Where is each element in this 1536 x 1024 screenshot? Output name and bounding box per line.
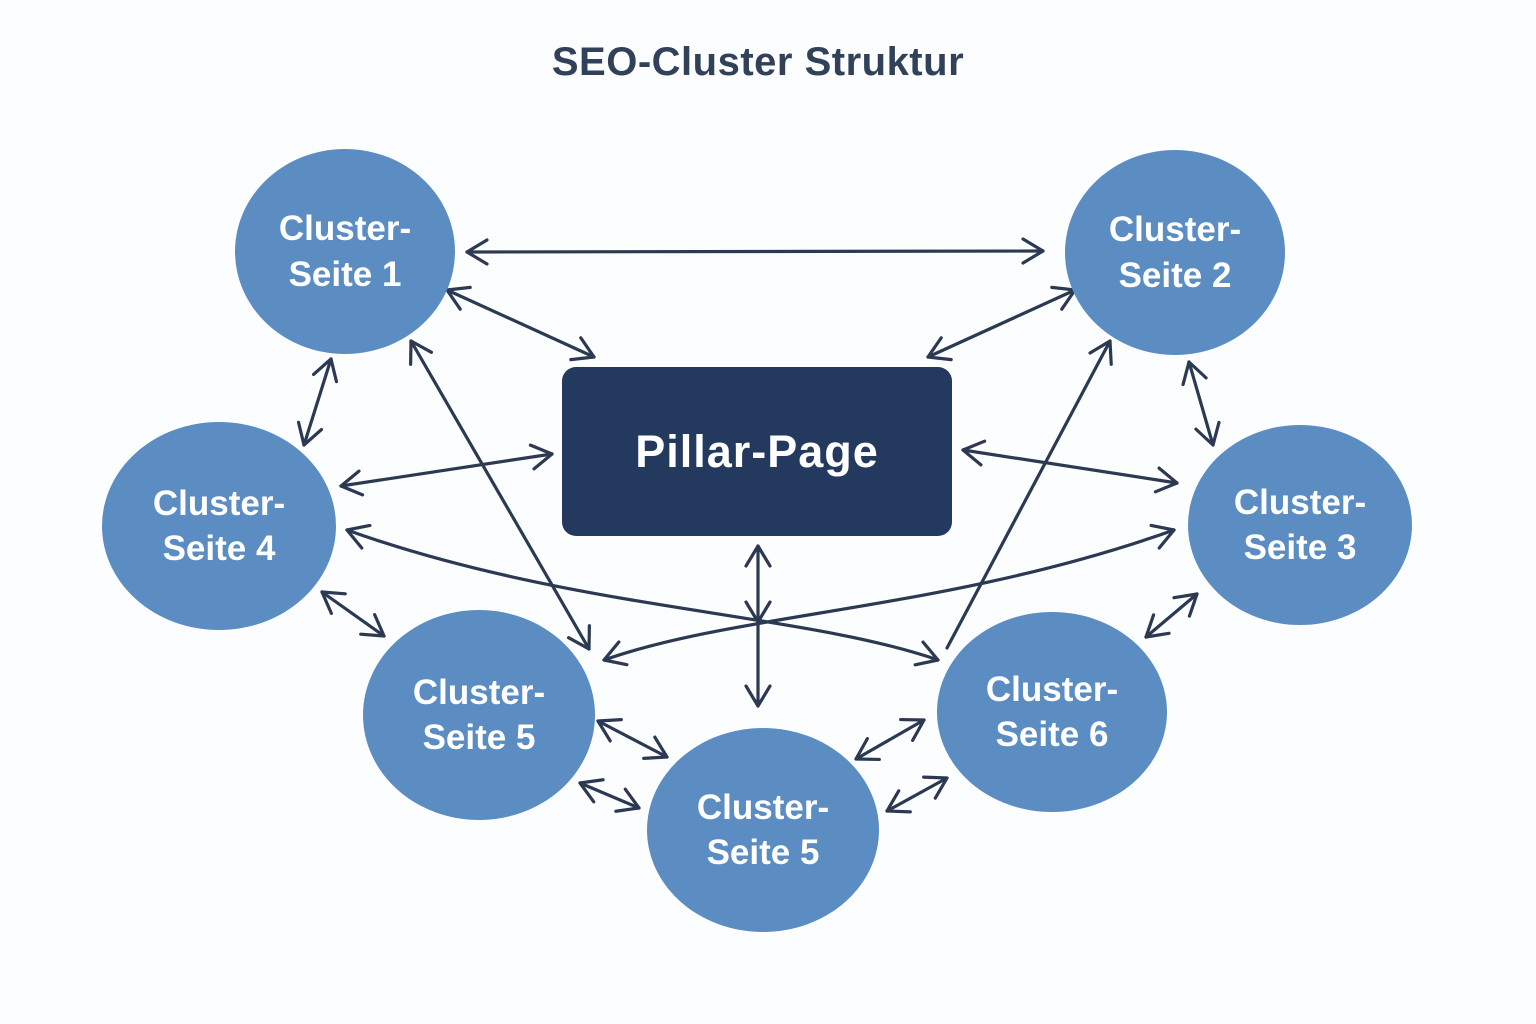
edge-c5a-c5b-1 — [596, 718, 669, 760]
node-cluster-seite-4: Cluster- Seite 4 — [102, 422, 336, 630]
edge-c5b-c6-1 — [854, 717, 926, 762]
node-label: Cluster- Seite 2 — [1108, 210, 1242, 295]
edge-c4-pillar — [339, 443, 554, 497]
node-cluster-seite-2: Cluster- Seite 2 — [1065, 150, 1285, 355]
node-cluster-seite-6: Cluster- Seite 6 — [937, 612, 1167, 812]
edge-c2-pillar — [926, 285, 1077, 362]
edge-pillar-c3 — [961, 439, 1179, 494]
node-cluster-seite-5-left: Cluster- Seite 5 — [363, 610, 595, 820]
edge-c5a-c5b-2 — [578, 778, 641, 813]
node-label: Cluster- Seite 6 — [985, 669, 1119, 755]
edge-c1-pillar — [445, 285, 596, 362]
node-label: Cluster- Seite 1 — [278, 209, 412, 294]
edge-c1-c4 — [296, 357, 339, 447]
edge-c3-c6 — [1144, 592, 1199, 639]
diagram-title: SEO-Cluster Struktur — [551, 40, 965, 84]
edge-c1-c2 — [465, 237, 1045, 266]
edge-c3-c5a-curved — [602, 523, 1176, 667]
node-cluster-seite-1: Cluster- Seite 1 — [235, 149, 455, 354]
edge-c2-c6 — [945, 339, 1113, 650]
node-pillar-page: Pillar-Page — [562, 367, 952, 536]
edge-c5b-c6-2 — [885, 775, 949, 814]
node-label: Cluster- Seite 5 — [696, 787, 830, 873]
node-cluster-seite-3: Cluster- Seite 3 — [1188, 425, 1412, 625]
node-label: Cluster- Seite 5 — [412, 672, 546, 758]
edge-c4-c5a — [320, 590, 386, 638]
node-label: Cluster- Seite 3 — [1233, 482, 1367, 568]
node-cluster-seite-5-bottom: Cluster- Seite 5 — [647, 728, 879, 932]
pillar-label: Pillar-Page — [635, 425, 879, 477]
edge-c2-c3 — [1181, 360, 1221, 447]
node-label: Cluster- Seite 4 — [152, 483, 286, 569]
